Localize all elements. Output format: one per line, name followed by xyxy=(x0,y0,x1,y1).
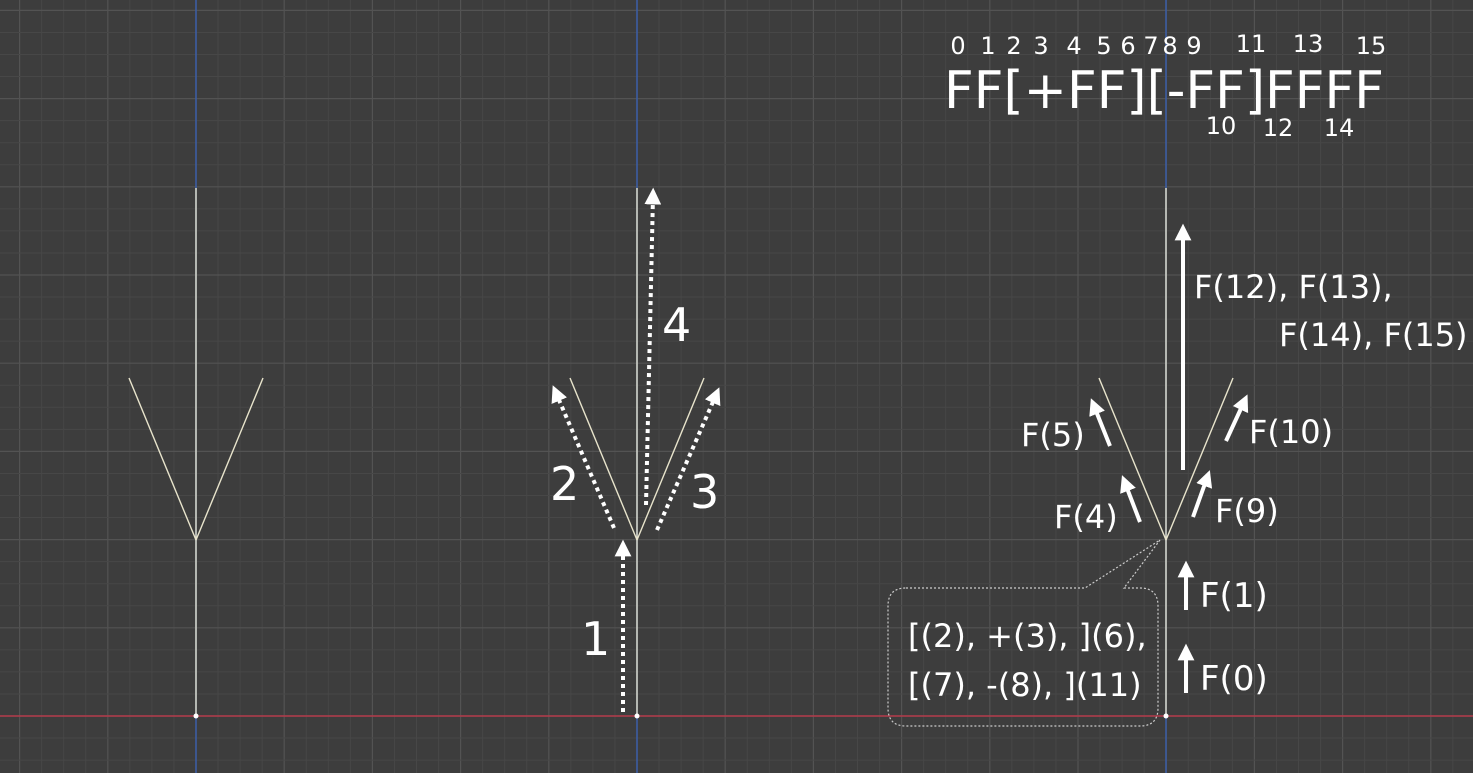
index-label: 9 xyxy=(1186,32,1201,60)
index-label: 2 xyxy=(1006,32,1021,60)
origin-point xyxy=(193,713,199,719)
label-f4: F(4) xyxy=(1054,498,1118,536)
callout-text-line2: [(7), -(8), ](11) xyxy=(908,666,1142,704)
index-label: 0 xyxy=(950,32,965,60)
index-label: 1 xyxy=(980,32,995,60)
index-label: 3 xyxy=(1033,32,1048,60)
label-f0: F(0) xyxy=(1200,659,1268,699)
tree-branch-right xyxy=(636,377,705,541)
tree-branch-right xyxy=(195,377,264,541)
step-label-2: 2 xyxy=(550,457,579,511)
callout-bubble xyxy=(887,539,1161,727)
index-label: 5 xyxy=(1096,32,1111,60)
lsystem-string: FF[+FF][-FF]FFFF xyxy=(944,61,1384,121)
step-label-4: 4 xyxy=(662,298,691,352)
index-label: 11 xyxy=(1236,30,1267,58)
arrow-f5 xyxy=(1089,398,1112,447)
index-label: 14 xyxy=(1324,114,1355,142)
step-label-3: 3 xyxy=(690,465,719,519)
tree-branch-left xyxy=(1098,377,1167,541)
index-label: 4 xyxy=(1066,32,1081,60)
index-label: 12 xyxy=(1263,114,1294,142)
index-label: 10 xyxy=(1206,112,1237,140)
index-label: 7 xyxy=(1143,32,1158,60)
step-arrow-2 xyxy=(551,385,616,529)
label-f5: F(5) xyxy=(1021,416,1085,454)
arrow-f9 xyxy=(1191,470,1213,518)
index-label: 6 xyxy=(1120,32,1135,60)
label-f12-line2: F(14), F(15) xyxy=(1279,316,1468,354)
label-f9: F(9) xyxy=(1215,492,1279,530)
arrow-f10 xyxy=(1224,394,1249,442)
arrow-f4 xyxy=(1120,475,1142,523)
index-label: 15 xyxy=(1356,32,1387,60)
label-f1: F(1) xyxy=(1200,576,1268,616)
callout-text-line1: [(2), +(3), ](6), xyxy=(908,617,1147,655)
tree-left xyxy=(128,188,264,716)
tree-middle xyxy=(569,188,705,716)
tree-branch-left xyxy=(128,377,197,541)
index-label: 13 xyxy=(1293,30,1324,58)
step-arrow-3 xyxy=(655,387,721,531)
tree-branch-right xyxy=(1165,377,1234,541)
label-f10: F(10) xyxy=(1249,413,1333,451)
tree-right xyxy=(1098,188,1234,716)
tree-branch-left xyxy=(569,377,638,541)
label-f12-line1: F(12), F(13), xyxy=(1194,268,1393,306)
origin-point xyxy=(1163,713,1169,719)
origin-point xyxy=(634,713,640,719)
index-label: 8 xyxy=(1162,32,1177,60)
step-arrow-4 xyxy=(644,187,662,506)
step-label-1: 1 xyxy=(581,612,610,666)
